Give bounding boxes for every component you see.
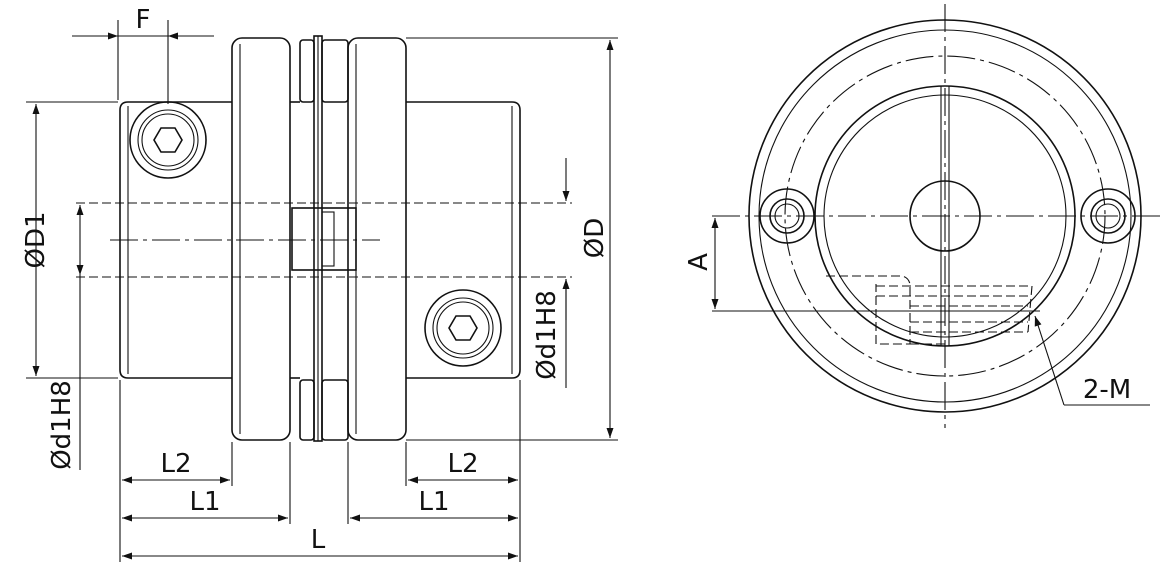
label-A: A [684,253,714,271]
dimension-L2-right: L2 [408,449,518,484]
end-view: A 2-M [684,4,1160,428]
label-D1: ØD1 [21,211,51,268]
label-L1-right: L1 [418,487,449,517]
right-flange [347,37,407,441]
right-hub-body [406,101,521,379]
dimension-L1-right: L1 [350,487,518,522]
dimension-d1H8-right: Ød1H8 [532,158,570,388]
dimension-D1: ØD1 [21,104,51,376]
leader-2-M: 2-M [1034,315,1150,406]
dimension-L2-left: L2 [122,449,230,484]
left-flange [231,37,291,441]
right-flange-bolt [1080,188,1136,244]
label-D: ØD [580,218,610,259]
side-view: F ØD1 Ød1H8 ØD Ød1H8 L2 L1 [21,5,618,562]
label-F: F [136,5,151,35]
dimension-L: L [122,525,518,560]
center-bolt [291,207,357,271]
extension-lines [26,20,618,562]
label-d1H8-left: Ød1H8 [47,380,77,470]
disc-pack [299,35,349,442]
dimension-F: F [72,5,214,40]
label-M: 2-M [1083,375,1131,405]
dimension-A: A [684,218,1040,312]
left-clamp-screw [129,101,207,179]
label-L2-right: L2 [447,449,478,479]
label-L2-left: L2 [160,449,191,479]
label-L1-left: L1 [189,487,220,517]
dimension-D: ØD [580,40,614,438]
label-L: L [311,525,326,555]
dimension-d1H8-left: Ød1H8 [47,205,84,470]
dimension-L1-left: L1 [122,487,288,522]
left-flange-bolt [759,188,815,244]
label-d1H8-right: Ød1H8 [532,290,562,380]
hidden-clamp-screw [826,275,1033,345]
right-clamp-screw [424,289,502,367]
